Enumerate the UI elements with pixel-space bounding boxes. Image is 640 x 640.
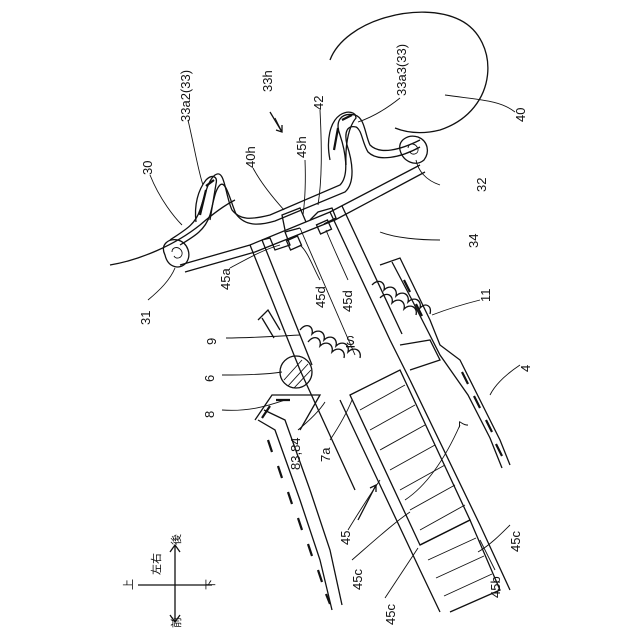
casing-upper-left (258, 310, 280, 338)
label-34: 34 (466, 234, 481, 248)
compass-cross (138, 545, 212, 622)
label-45d-2: 45d (340, 290, 355, 312)
label-45h: 45h (294, 136, 309, 158)
label-40: 40 (513, 108, 528, 122)
label-40h: 40h (243, 146, 258, 168)
arrow-33h (270, 112, 282, 132)
label-S: S (346, 333, 355, 348)
label-32: 32 (474, 178, 489, 192)
compass-down: 下 (205, 579, 217, 590)
sleeve-45-inner (410, 380, 510, 590)
bar-7-outline (350, 370, 470, 545)
clip-31-inner (172, 248, 182, 259)
label-45c-2: 45c (383, 604, 398, 625)
label-45c-1: 45c (350, 569, 365, 590)
label-45a: 45a (218, 268, 233, 290)
bar-7-hatch (360, 385, 465, 530)
label-42: 42 (311, 96, 326, 110)
compass-front: 前 (169, 617, 183, 628)
flap-33a2 (195, 177, 216, 222)
label-45b: 45b (488, 576, 503, 598)
label-33a3: 33a3(33) (394, 44, 409, 96)
labels: 33a2(33) 33h 33a3(33) 30 40 40h 45h 42 3… (138, 44, 533, 625)
casing-back-hatch (404, 280, 502, 456)
label-33h: 33h (260, 70, 275, 92)
label-83-84: 83,84 (288, 437, 303, 470)
label-7a: 7a (318, 447, 333, 462)
label-31: 31 (138, 311, 153, 325)
label-9: 9 (204, 338, 219, 345)
label-7: 7 (456, 421, 471, 428)
label-30: 30 (140, 161, 155, 175)
column-right-wall-2 (342, 206, 402, 334)
bar-45c-hatch (428, 538, 492, 596)
label-45c-3: 45c (508, 531, 523, 552)
label-45: 45 (338, 531, 353, 545)
spring-9-b (308, 338, 344, 358)
clip-31 (163, 240, 188, 267)
direction-compass: 前 後 上 下 左右 (122, 534, 217, 628)
arrow-45 (358, 485, 376, 520)
compass-back: 後 (169, 534, 183, 545)
column-left-wall-2 (262, 240, 312, 365)
label-6: 6 (202, 375, 217, 382)
compass-lr: 左右 (149, 553, 163, 575)
label-11: 11 (478, 289, 493, 303)
label-4: 4 (518, 365, 533, 372)
label-33a2: 33a2(33) (178, 70, 193, 122)
label-45d-1: 45d (313, 286, 328, 308)
compass-up: 上 (122, 579, 135, 590)
label-8: 8 (202, 411, 217, 418)
